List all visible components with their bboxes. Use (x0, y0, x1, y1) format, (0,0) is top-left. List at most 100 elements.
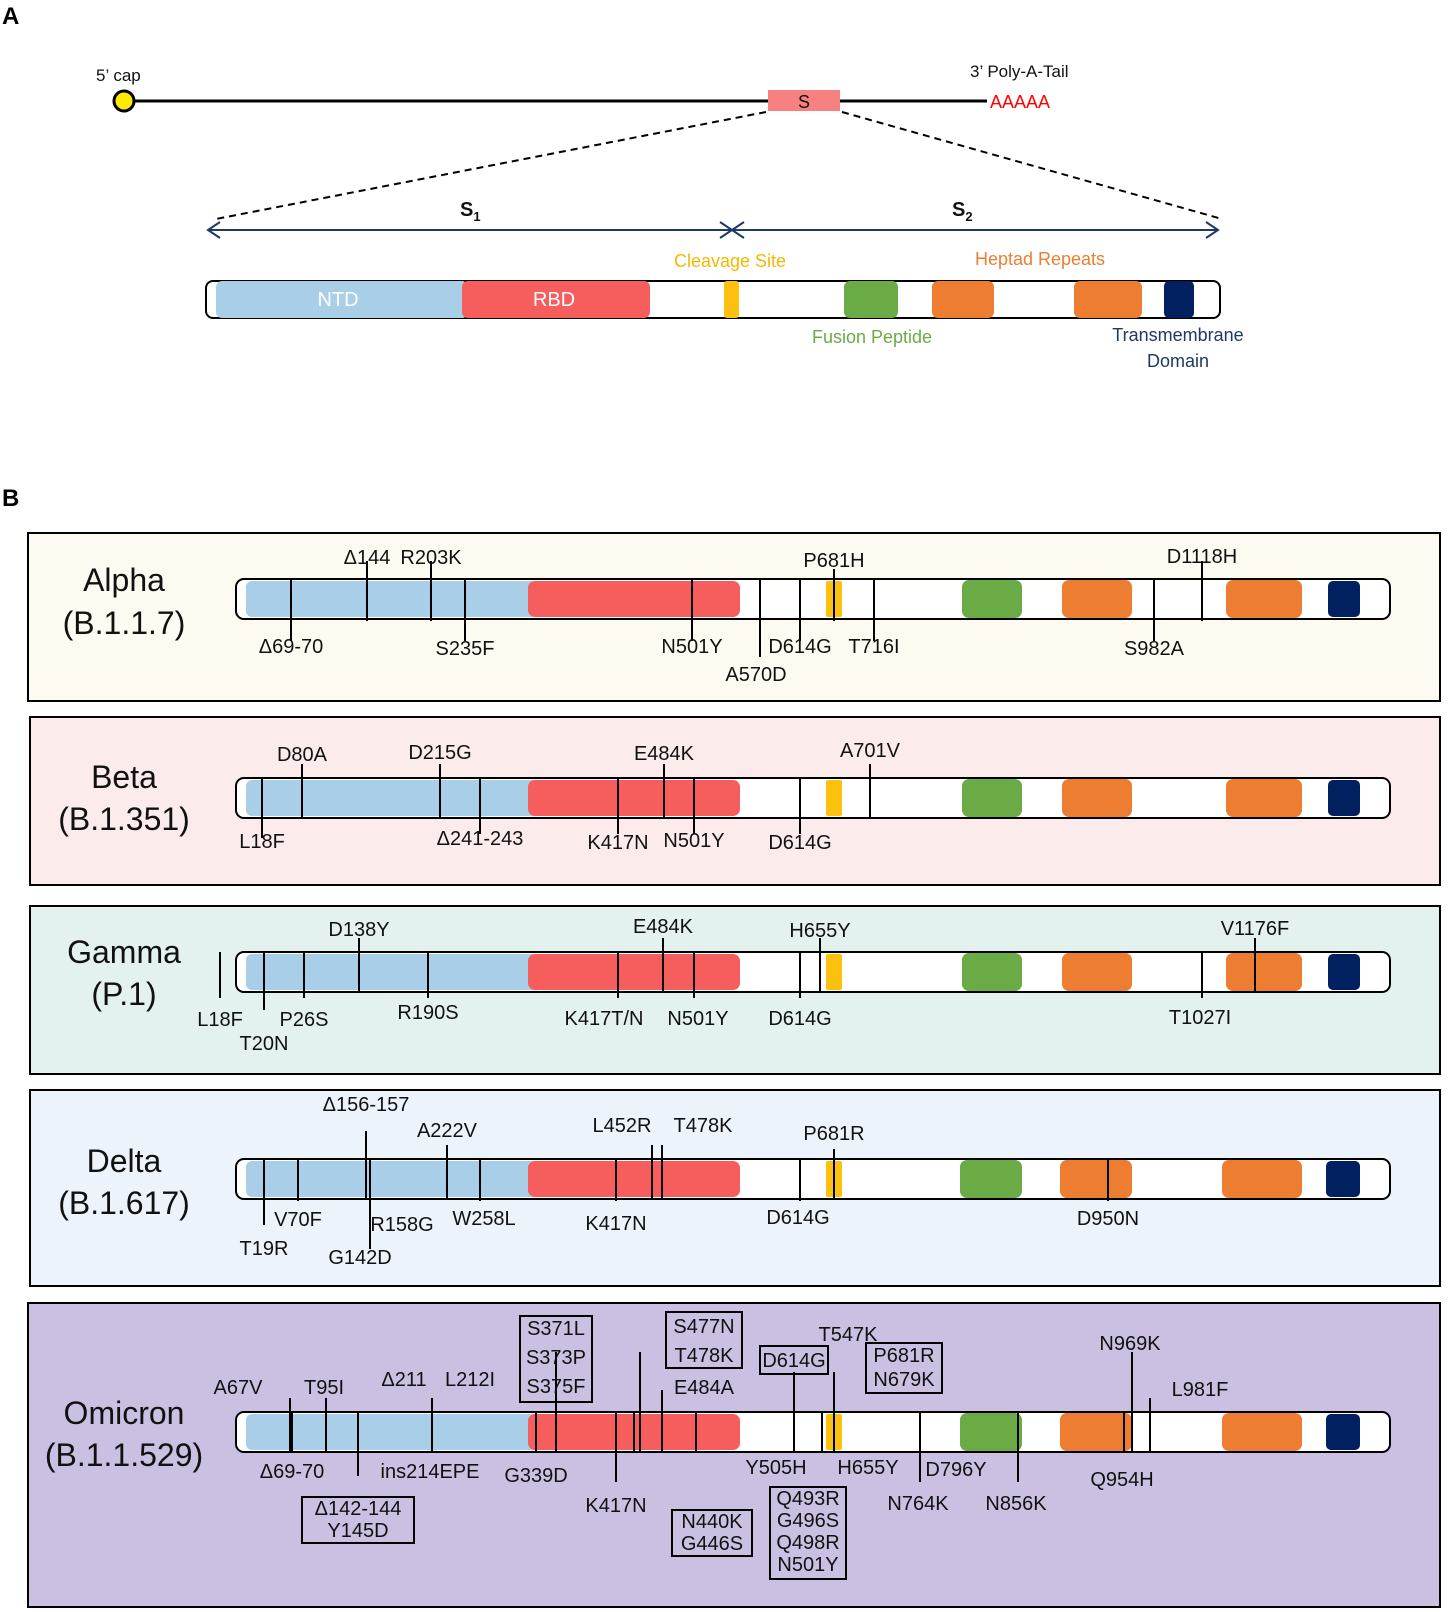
mutation-label: A222V (417, 1120, 478, 1142)
ntd-domain (216, 281, 468, 318)
cleavage-site-label: Cleavage Site (674, 251, 786, 271)
mutation-label: D1118H (1167, 546, 1237, 568)
zoom-line-left (215, 111, 767, 220)
variant-name: Beta (91, 759, 157, 795)
mutation-label: K417N (585, 1213, 646, 1235)
spike-bar (235, 1411, 1391, 1453)
heptad-repeat-2 (1222, 1413, 1302, 1451)
fusion-peptide (962, 953, 1022, 991)
transmembrane-domain (1164, 281, 1194, 318)
s2-label: S2 (952, 199, 973, 224)
mutation-label: D950N (1077, 1208, 1139, 1230)
spike-bar (235, 578, 1391, 620)
spike-bar (235, 777, 1391, 819)
rbd-domain (528, 1161, 740, 1197)
variant-lineage: (B.1.351) (58, 801, 190, 837)
mutation-group-box (759, 1345, 829, 1375)
mutation-label: H655Y (837, 1457, 898, 1479)
panel-b-letter: B (2, 485, 19, 512)
mutation-label: N501Y (661, 636, 722, 658)
mutation-label: G446S (681, 1533, 743, 1555)
mutation-label: K417N (585, 1495, 646, 1517)
ntd-domain (246, 1414, 538, 1450)
mutation-label: N856K (985, 1493, 1047, 1515)
mutation-label: Δ69-70 (259, 636, 324, 658)
mutation-label: D614G (768, 832, 831, 854)
rbd-domain (528, 780, 740, 816)
mutation-label: W258L (452, 1208, 515, 1230)
transmembrane-domain (1326, 1414, 1360, 1450)
heptad-repeat-1 (932, 281, 994, 318)
heptad-repeat-1 (1060, 1160, 1132, 1198)
mutation-label: D614G (762, 1350, 825, 1372)
s2-arrow (730, 221, 1220, 239)
mutation-label: P681H (803, 550, 864, 572)
mutation-label: R203K (400, 547, 462, 569)
mutation-label: Q954H (1090, 1469, 1153, 1491)
variant-name: Gamma (67, 934, 181, 970)
transmembrane-label-line2: Domain (1147, 351, 1209, 371)
mutation-label: ins214EPE (381, 1461, 480, 1483)
mutation-group-box (519, 1315, 593, 1403)
mutation-label: N501Y (777, 1554, 838, 1576)
mutation-group-box (671, 1509, 753, 1557)
mutation-label: D614G (768, 636, 831, 658)
mutation-label: Δ142-144 (315, 1498, 402, 1520)
fusion-peptide (960, 1160, 1022, 1198)
variant-name: Delta (87, 1143, 162, 1179)
s-gene-box (768, 90, 840, 111)
fusion-peptide (844, 281, 898, 318)
mutation-label: T1027I (1169, 1007, 1231, 1029)
heptad-repeat-2 (1226, 580, 1302, 618)
mutation-label: V1176F (1221, 918, 1290, 940)
mutation-label: L18F (239, 831, 285, 853)
mutation-label: T716I (848, 636, 899, 658)
mutation-label: Δ156-157 (323, 1094, 410, 1116)
panel-a-letter: A (2, 3, 19, 30)
rbd-domain (528, 954, 740, 990)
mutation-label: N764K (887, 1493, 949, 1515)
variant-lineage: (P.1) (91, 976, 156, 1012)
poly-a-tail: AAAAA (990, 92, 1050, 112)
mutation-label: G339D (504, 1465, 567, 1487)
heptad-repeat-1 (1062, 953, 1132, 991)
mutation-label: K417T/N (565, 1008, 644, 1030)
mutation-label: D80A (277, 744, 328, 766)
mutation-label: Q493R (776, 1488, 839, 1510)
rbd-domain (462, 281, 650, 318)
mutation-label: L212I (445, 1369, 495, 1391)
heptad-repeat-2 (1226, 953, 1302, 991)
mutation-label: P681R (873, 1345, 934, 1367)
mutation-label: D796Y (925, 1459, 986, 1481)
transmembrane-domain (1326, 1161, 1360, 1197)
transmembrane-domain (1328, 780, 1360, 816)
mutation-label: Δ69-70 (260, 1461, 325, 1483)
mutation-label: D215G (408, 742, 471, 764)
fusion-peptide (962, 580, 1022, 618)
heptad-repeat-1 (1062, 580, 1132, 618)
fusion-peptide-label: Fusion Peptide (812, 327, 932, 347)
variant-panel-background (27, 1302, 1441, 1608)
mutation-label: D614G (768, 1008, 831, 1030)
spike-bar (235, 1158, 1391, 1200)
variant-lineage: (B.1.1.7) (63, 605, 186, 641)
mutation-label: T95I (304, 1377, 344, 1399)
mutation-label: E484K (634, 743, 695, 765)
mutation-group-box (665, 1311, 743, 1369)
mutation-label: N440K (681, 1511, 743, 1533)
rbd-label: RBD (533, 289, 575, 311)
fusion-peptide (962, 779, 1022, 817)
mutation-label: T19R (240, 1238, 289, 1260)
mutation-label: S375F (527, 1376, 586, 1398)
mutation-label: K417N (587, 832, 648, 854)
ntd-domain (246, 954, 538, 990)
mutation-label: L452R (593, 1115, 652, 1137)
mutation-group-box (865, 1342, 943, 1394)
panel-a: A 5’ cap 3’ Poly-A-Tail AAAAA S S1 S2 (2, 3, 1244, 371)
cleavage-site (826, 780, 842, 816)
mutation-label: S373P (526, 1347, 586, 1369)
